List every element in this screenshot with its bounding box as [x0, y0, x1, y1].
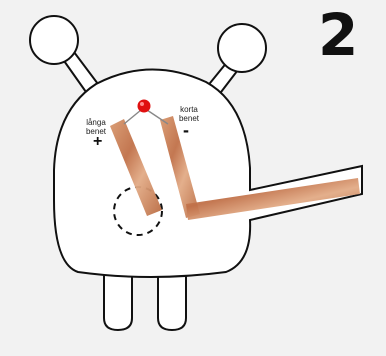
short-leg-label: korta benet: [174, 105, 204, 123]
minus-sign: -: [183, 121, 189, 139]
step-number: 2: [318, 6, 358, 64]
right-antenna-ball: [218, 24, 266, 72]
left-antenna-ball: [30, 16, 78, 64]
red-led-icon: [138, 100, 151, 113]
plus-sign: +: [93, 134, 102, 150]
robot-body: [54, 69, 362, 277]
